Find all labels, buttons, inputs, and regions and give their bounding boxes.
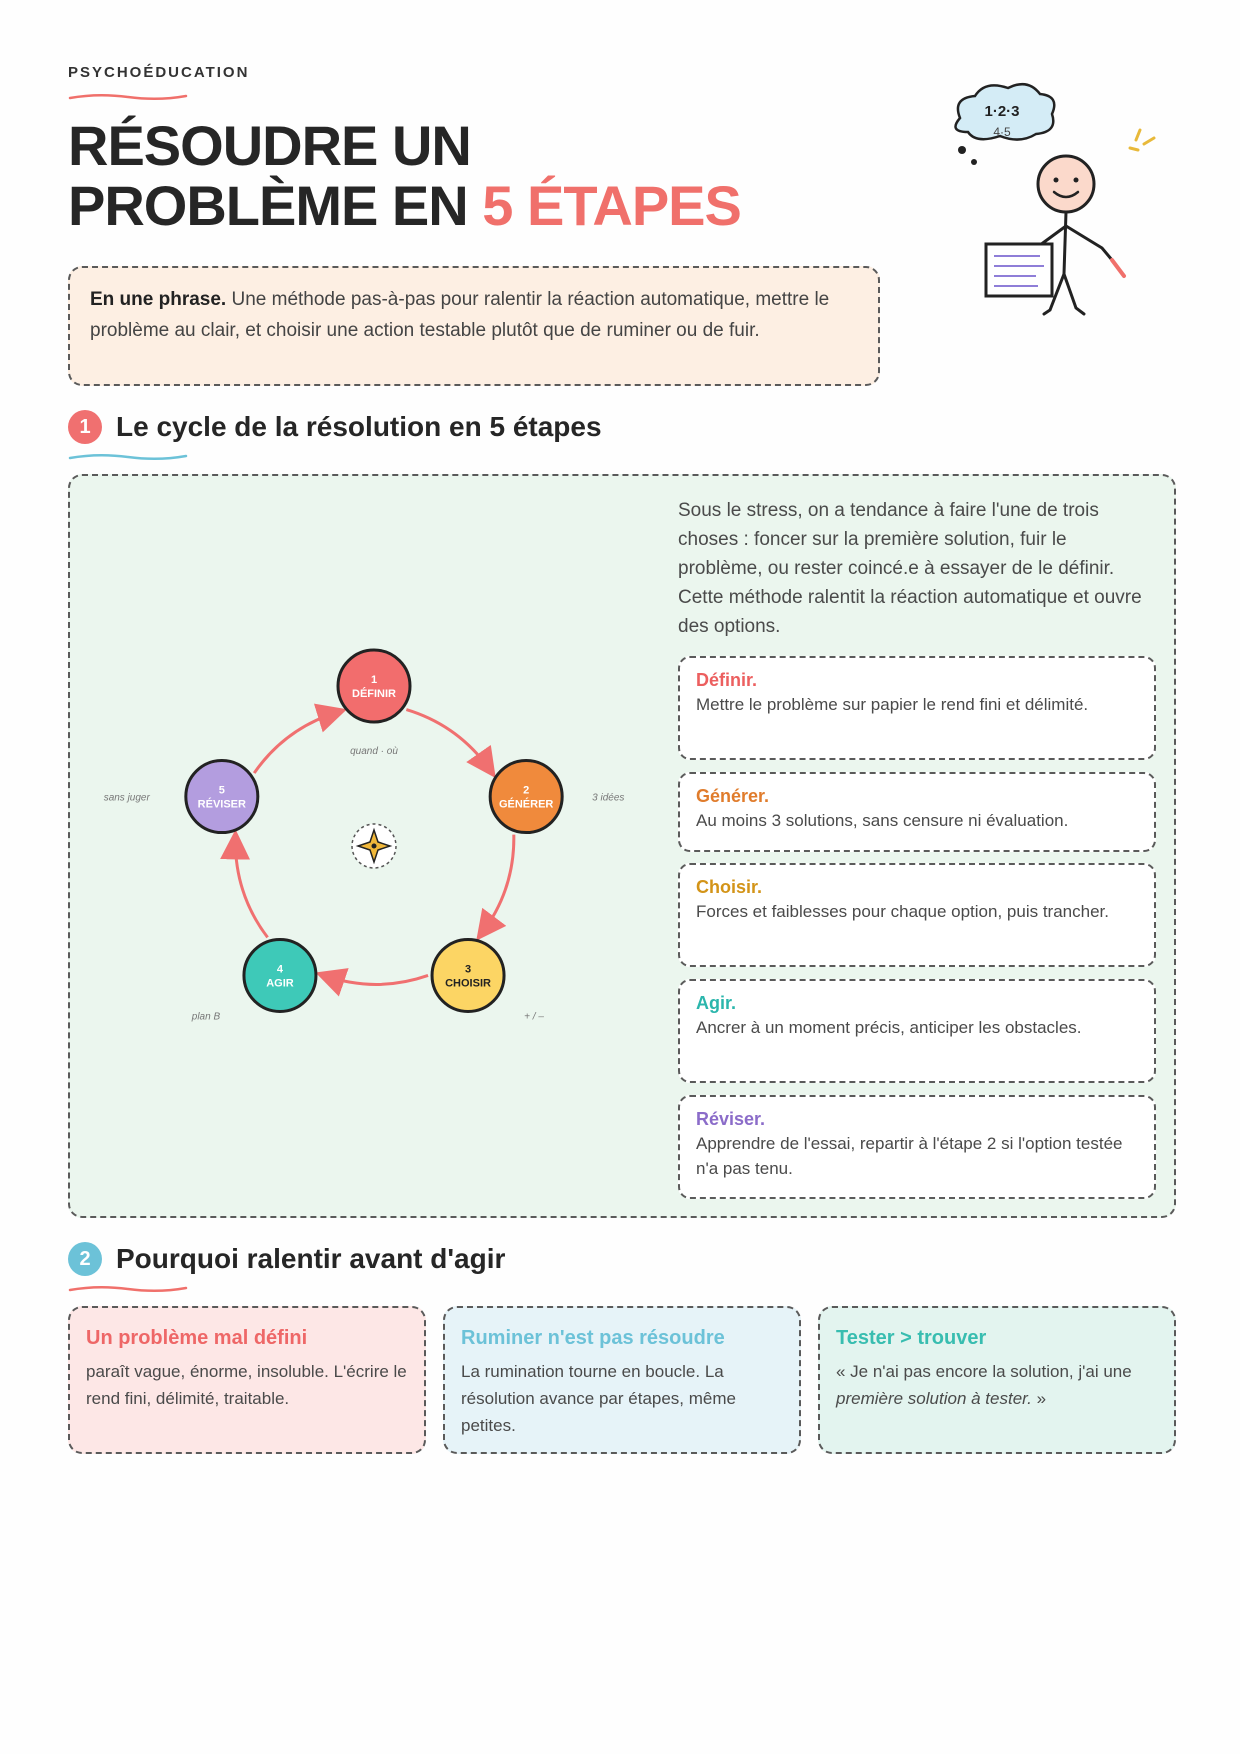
title-line-2-prefix: PROBLÈME EN (68, 174, 483, 237)
cycle-node-label: AGIR (266, 977, 294, 989)
why-card-title: Ruminer n'est pas résoudre (461, 1327, 725, 1349)
why-card-title: Tester > trouver (836, 1327, 987, 1349)
thought-cloud (954, 82, 1056, 141)
title-line-1: RÉSOUDRE UN (68, 114, 472, 177)
quote-prefix: « Je n'ai pas encore la solution, j'ai u… (836, 1362, 1132, 1381)
why-card-text: paraît vague, énorme, insoluble. L'écrir… (86, 1362, 407, 1408)
cycle-node-circle (184, 759, 260, 835)
step-desc: Ancrer à un moment précis, anticiper les… (696, 1018, 1082, 1037)
why-card-title: Un problème mal défini (86, 1327, 308, 1349)
section-1-heading: 1 Le cycle de la résolution en 5 étapes (68, 410, 602, 444)
stick-figure-illustration: 1·2·3 4·5 (954, 82, 1156, 316)
cycle-node-hint: quand · où (350, 746, 398, 757)
why-card-mal-defini: Un problème mal défini paraît vague, éno… (68, 1306, 426, 1454)
step-name: Définir. (696, 670, 758, 690)
section-1-underline (68, 454, 188, 460)
cycle-node-number: 5 (219, 785, 225, 797)
eyebrow-underline (68, 94, 188, 100)
paper (984, 242, 1054, 298)
head (1036, 154, 1096, 214)
title-line-2-accent: 5 ÉTAPES (482, 174, 742, 237)
step-desc: Au moins 3 solutions, sans censure ni év… (696, 811, 1069, 830)
step-card-generer: Générer. Au moins 3 solutions, sans cens… (678, 772, 1156, 852)
cycle-arrow (405, 708, 496, 779)
cycle-arrow (476, 834, 516, 941)
step-name: Choisir. (696, 877, 763, 897)
cycle-arrow (220, 829, 269, 939)
cycle-arrow (315, 968, 429, 997)
cycle-node-hint: plan B (191, 1011, 221, 1022)
sparkle-icon (1128, 128, 1156, 152)
cycle-node-circle (430, 937, 506, 1013)
thought-line-2: 4·5 (993, 125, 1011, 139)
cycle-node-label: RÉVISER (198, 798, 246, 811)
eyebrow: PSYCHOÉDUCATION (68, 64, 250, 81)
intro-lead: En une phrase. (90, 289, 227, 310)
section-2-underline (68, 1286, 188, 1292)
cycle-node-number: 2 (523, 785, 529, 797)
cycle-node-label: DÉFINIR (352, 687, 396, 700)
why-card-text: La rumination tourne en boucle. La résol… (461, 1362, 736, 1435)
section-2-number: 2 (68, 1242, 102, 1276)
cycle-node-label: CHOISIR (445, 977, 491, 989)
section-1-number: 1 (68, 410, 102, 444)
cycle-node-number: 4 (277, 963, 284, 975)
page-title: RÉSOUDRE UN PROBLÈME EN 5 ÉTAPES (68, 114, 742, 237)
quote-suffix: » (1031, 1389, 1047, 1408)
step-desc: Apprendre de l'essai, repartir à l'étape… (696, 1134, 1123, 1178)
section-1-title: Le cycle de la résolution en 5 étapes (116, 411, 602, 442)
cycle-node-hint: 3 idées (592, 793, 624, 804)
step-name: Agir. (696, 993, 737, 1013)
step-desc: Mettre le problème sur papier le rend fi… (696, 695, 1089, 714)
step-card-agir: Agir. Ancrer à un moment précis, anticip… (678, 979, 1156, 1083)
step-desc: Forces et faiblesses pour chaque option,… (696, 902, 1109, 921)
intro-box: En une phrase. Une méthode pas-à-pas pou… (68, 266, 880, 386)
step-name: Générer. (696, 786, 770, 806)
cycle-node-circle (488, 759, 564, 835)
cycle-node-circle (242, 937, 318, 1013)
step-card-definir: Définir. Mettre le problème sur papier l… (678, 656, 1156, 760)
why-card-tester: Tester > trouver « Je n'ai pas encore la… (818, 1306, 1176, 1454)
quote-emphasis: première solution à tester. (836, 1389, 1032, 1408)
section-2-heading: 2 Pourquoi ralentir avant d'agir (68, 1242, 505, 1276)
cycle-node-number: 1 (371, 674, 377, 686)
section-2-title: Pourquoi ralentir avant d'agir (116, 1243, 506, 1274)
pencil (1110, 258, 1126, 278)
step-card-reviser: Réviser. Apprendre de l'essai, repartir … (678, 1095, 1156, 1199)
cycle-node-number: 3 (465, 963, 471, 975)
intro-text: Une méthode pas-à-pas pour ralentir la r… (90, 289, 830, 341)
cycle-description: Sous le stress, on a tendance à faire l'… (678, 500, 1142, 637)
compass-icon (351, 823, 397, 869)
cycle-node-hint: + / – (524, 1011, 544, 1022)
step-name: Réviser. (696, 1109, 766, 1129)
cycle-node-circle (336, 648, 412, 724)
why-card-text: « Je n'ai pas encore la solution, j'ai u… (836, 1358, 1158, 1412)
why-card-ruminer: Ruminer n'est pas résoudre La rumination… (443, 1306, 801, 1454)
cycle-node-hint: sans juger (104, 793, 151, 804)
step-card-choisir: Choisir. Forces et faiblesses pour chaqu… (678, 863, 1156, 967)
cycle-node-label: GÉNÉRER (499, 798, 553, 811)
thought-line-1: 1·2·3 (984, 103, 1019, 120)
cycle-arrow (252, 703, 348, 774)
